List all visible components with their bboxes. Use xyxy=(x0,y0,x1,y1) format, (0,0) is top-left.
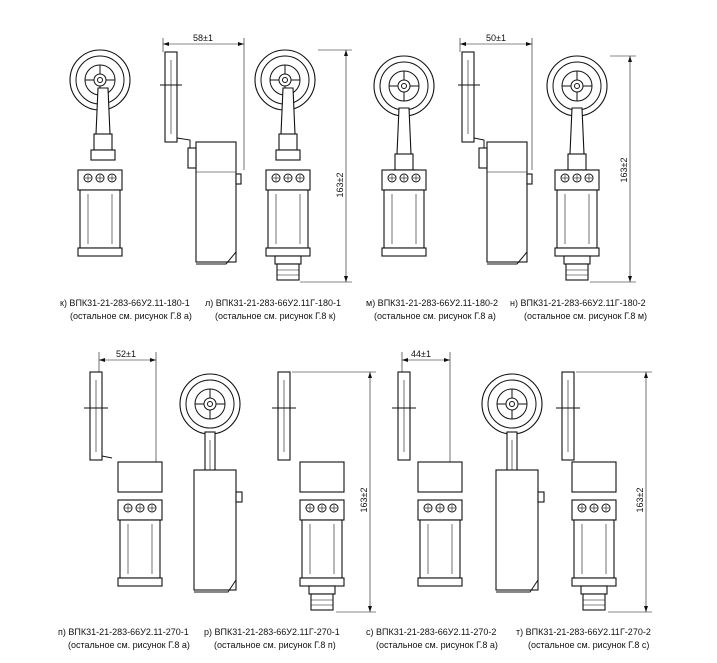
caption-n-line1: н) ВПК31-21-283-66У2.11Г-180-2 xyxy=(510,298,646,308)
switch-p-side-view xyxy=(84,371,163,587)
caption-t-line2: (остальное см. рисунок Г.8 с) xyxy=(528,640,649,650)
caption-r-line1: р) ВПК31-21-283-66У2.11Г-270-1 xyxy=(204,627,340,637)
dimension-163-bottom-left xyxy=(292,371,376,613)
dimension-163-bottom-right xyxy=(576,371,652,613)
dimension-44 xyxy=(401,352,451,462)
switch-r-front-view xyxy=(272,371,345,611)
caption-n-line2: (остальное см. рисунок Г.8 м) xyxy=(524,311,647,321)
switch-l-front-view xyxy=(254,49,316,281)
caption-s-line1: с) ВПК31-21-283-66У2.11-270-2 xyxy=(366,627,496,637)
switch-n-front-view xyxy=(546,55,608,281)
caption-r-line2: (остальное см. рисунок Г.8 п) xyxy=(214,640,336,650)
dimension-163-top-right xyxy=(590,55,636,283)
caption-s-line2: (остальное см. рисунок Г.8 а) xyxy=(376,640,498,650)
switch-m-front-view xyxy=(373,55,435,257)
switch-r-side-view xyxy=(179,373,243,593)
caption-p-line2: (остальное см. рисунок Г.8 а) xyxy=(68,640,190,650)
caption-m-line1: м) ВПК31-21-283-66У2.11-180-2 xyxy=(366,298,498,308)
switch-k-front-view xyxy=(69,49,131,257)
caption-k-line1: к) ВПК31-21-283-66У2.11-180-1 xyxy=(60,298,190,308)
dimension-label-58: 58±1 xyxy=(193,33,213,43)
dimension-label-163-b: 163±2 xyxy=(619,158,629,183)
caption-k-line2: (остальное см. рисунок Г.8 а) xyxy=(70,311,192,321)
switch-s-side-view xyxy=(392,371,463,587)
dimension-163-top-left xyxy=(300,49,352,283)
dimension-label-52: 52±1 xyxy=(116,349,136,359)
caption-l-line1: л) ВПК31-21-283-66У2.11Г-180-1 xyxy=(205,298,341,308)
dimension-50 xyxy=(459,38,533,170)
switch-m-side-view xyxy=(458,51,533,265)
caption-l-line2: (остальное см. рисунок Г.8 к) xyxy=(215,311,336,321)
caption-t-line1: т) ВПК31-21-283-66У2.11Г-270-2 xyxy=(516,627,651,637)
dimension-label-163-c: 163±2 xyxy=(359,488,369,513)
dimension-label-44: 44±1 xyxy=(411,349,431,359)
dimension-label-50: 50±1 xyxy=(486,33,506,43)
switch-l-side-view xyxy=(160,51,242,265)
switch-t-side-view xyxy=(481,373,545,593)
dimension-label-163-a: 163±2 xyxy=(335,173,345,198)
caption-p-line1: п) ВПК31-21-283-66У2.11-270-1 xyxy=(58,627,189,637)
switch-t-front-view xyxy=(556,371,617,611)
dimension-label-163-d: 163±2 xyxy=(635,488,645,513)
dimension-52 xyxy=(98,352,157,462)
dimension-58 xyxy=(162,38,245,170)
caption-m-line2: (остальное см. рисунок Г.8 а) xyxy=(374,311,496,321)
